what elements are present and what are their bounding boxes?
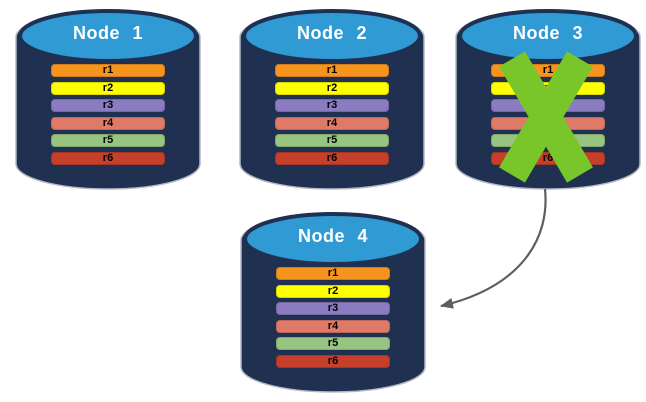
replica-list: r1 r2 r3 r4 r5 r6 <box>276 267 390 368</box>
replica-r6: r6 <box>51 151 165 165</box>
replica-r5: r5 <box>51 134 165 147</box>
replica-r1: r1 <box>275 64 389 77</box>
replica-r3: r3 <box>51 99 165 112</box>
replica-r4: r4 <box>51 116 165 130</box>
replica-r6: r6 <box>276 354 390 368</box>
replica-r2: r2 <box>275 81 389 95</box>
node-2: Node 2 r1 r2 r3 r4 r5 r6 <box>238 4 426 190</box>
node-title: Node 3 <box>512 23 583 43</box>
replica-r1: r1 <box>51 64 165 77</box>
replica-r2: r2 <box>276 284 390 298</box>
replica-r1: r1 <box>276 267 390 280</box>
node-1: Node 1 r1 r2 r3 r4 r5 r6 <box>14 4 202 190</box>
failure-x-icon <box>499 51 593 183</box>
node-title: Node 4 <box>297 226 368 246</box>
node-title: Node 2 <box>296 23 367 43</box>
replica-r2: r2 <box>51 81 165 95</box>
replica-r5: r5 <box>275 134 389 147</box>
replica-r3: r3 <box>276 302 390 315</box>
replica-list: r1 r2 r3 r4 r5 r6 <box>275 64 389 165</box>
replica-r3: r3 <box>275 99 389 112</box>
replica-r4: r4 <box>275 116 389 130</box>
node-4: Node 4 r1 r2 r3 r4 r5 r6 <box>239 207 427 393</box>
replica-r6: r6 <box>275 151 389 165</box>
replica-list: r1 r2 r3 r4 r5 r6 <box>51 64 165 165</box>
node-title: Node 1 <box>72 23 143 43</box>
replica-r4: r4 <box>276 319 390 333</box>
replica-r5: r5 <box>276 337 390 350</box>
